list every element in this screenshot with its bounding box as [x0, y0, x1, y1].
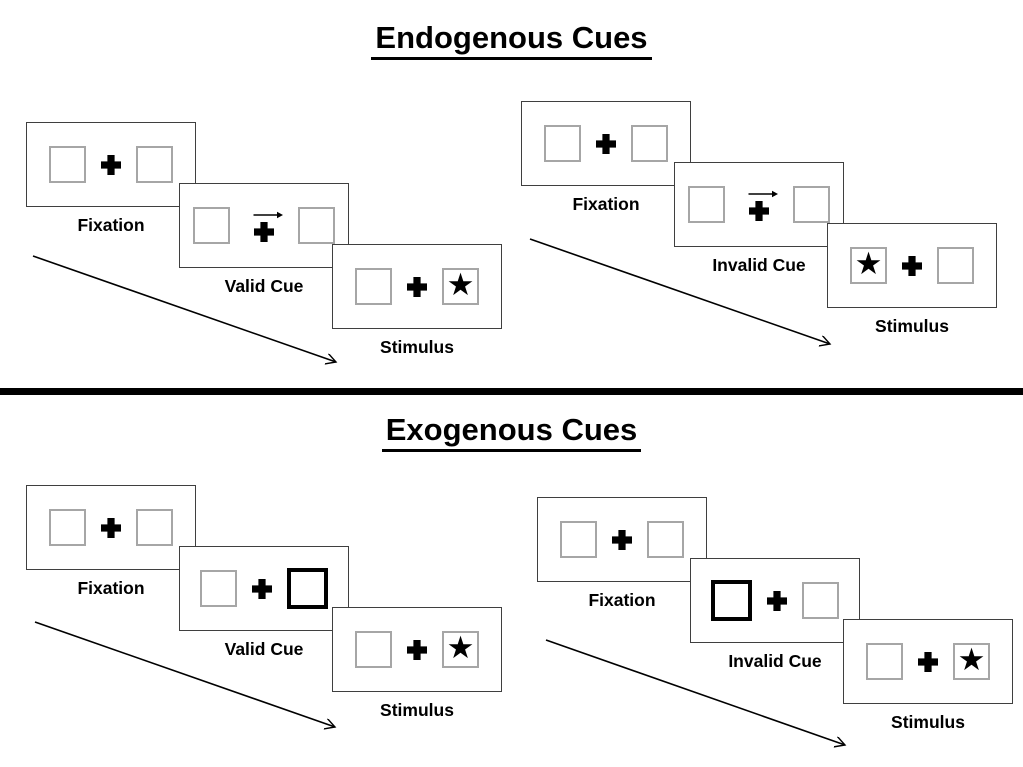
star-icon: ★	[446, 267, 475, 303]
valid-cue-label: Valid Cue	[224, 276, 304, 296]
fixation-cross-icon	[407, 276, 427, 297]
placeholder-square-left	[866, 643, 903, 680]
center-cue-area	[407, 276, 427, 297]
placeholder-square-right: ★	[442, 631, 479, 668]
center-cue-area	[918, 651, 938, 672]
cue-arrow-icon	[253, 211, 283, 219]
fixation-panel	[537, 497, 707, 582]
fixation-label: Fixation	[77, 215, 145, 235]
fixation-cross-icon	[767, 590, 787, 611]
stimulus-panel: ★	[843, 619, 1013, 704]
star-icon: ★	[854, 246, 883, 282]
sequence-timeline-arrow	[34, 621, 335, 727]
center-cue-area	[407, 639, 427, 660]
placeholder-square-right	[647, 521, 684, 558]
stimulus-label: Stimulus	[891, 712, 965, 732]
fixation-label: Fixation	[572, 194, 640, 214]
cue-highlight-square-left	[711, 580, 752, 621]
valid-cue-label: Valid Cue	[224, 639, 304, 659]
fixation-cross-icon	[254, 222, 274, 242]
stimulus-label: Stimulus	[875, 316, 949, 336]
star-icon: ★	[957, 642, 986, 678]
fixation-label: Fixation	[588, 590, 656, 610]
center-cue-area	[612, 529, 632, 550]
placeholder-square-right	[136, 146, 173, 183]
stimulus-panel: ★	[332, 244, 502, 329]
center-cue-area	[101, 154, 121, 175]
center-cue-area	[101, 517, 121, 538]
sequence-timeline-arrow	[545, 639, 845, 745]
center-cue-area	[252, 578, 272, 599]
center-cue-area	[596, 133, 616, 154]
section-title-exogenous: Exogenous Cues	[0, 413, 1023, 452]
valid-cue-panel	[179, 183, 349, 268]
section-title-endogenous: Endogenous Cues	[0, 21, 1023, 60]
placeholder-square-left	[193, 207, 230, 244]
star-icon: ★	[446, 630, 475, 666]
center-cue-area	[740, 188, 778, 221]
center-cue-area	[767, 590, 787, 611]
stimulus-panel: ★	[827, 223, 997, 308]
center-cue-area	[902, 255, 922, 276]
section-title-text: Exogenous Cues	[381, 413, 642, 452]
placeholder-square-right: ★	[442, 268, 479, 305]
invalid-cue-label: Invalid Cue	[728, 651, 822, 671]
placeholder-square-left	[560, 521, 597, 558]
invalid-cue-label: Invalid Cue	[712, 255, 806, 275]
cue-highlight-square-right	[287, 568, 328, 609]
placeholder-square-left	[49, 509, 86, 546]
fixation-cross-icon	[101, 517, 121, 538]
fixation-cross-icon	[749, 201, 769, 221]
placeholder-square-left	[355, 631, 392, 668]
fixation-cross-icon	[252, 578, 272, 599]
placeholder-square-left	[49, 146, 86, 183]
invalid-cue-panel	[690, 558, 860, 643]
sequence-timeline-arrow	[529, 238, 830, 344]
fixation-cross-icon	[612, 529, 632, 550]
placeholder-square-left	[355, 268, 392, 305]
placeholder-square-right: ★	[953, 643, 990, 680]
section-divider	[0, 388, 1023, 395]
placeholder-square-left	[200, 570, 237, 607]
placeholder-square-right	[793, 186, 830, 223]
placeholder-square-left	[688, 186, 725, 223]
stimulus-label: Stimulus	[380, 337, 454, 357]
section-title-text: Endogenous Cues	[371, 21, 652, 60]
placeholder-square-right	[298, 207, 335, 244]
fixation-panel	[26, 122, 196, 207]
cue-arrow-icon	[748, 190, 778, 198]
valid-cue-panel	[179, 546, 349, 631]
placeholder-square-right	[802, 582, 839, 619]
fixation-cross-icon	[596, 133, 616, 154]
invalid-cue-panel	[674, 162, 844, 247]
fixation-cross-icon	[902, 255, 922, 276]
placeholder-square-left	[544, 125, 581, 162]
placeholder-square-right	[631, 125, 668, 162]
placeholder-square-left: ★	[850, 247, 887, 284]
fixation-cross-icon	[407, 639, 427, 660]
fixation-panel	[26, 485, 196, 570]
placeholder-square-right	[937, 247, 974, 284]
stimulus-panel: ★	[332, 607, 502, 692]
center-cue-area	[245, 209, 283, 242]
fixation-cross-icon	[101, 154, 121, 175]
stimulus-label: Stimulus	[380, 700, 454, 720]
fixation-panel	[521, 101, 691, 186]
sequence-timeline-arrow	[32, 255, 336, 362]
placeholder-square-right	[136, 509, 173, 546]
fixation-label: Fixation	[77, 578, 145, 598]
fixation-cross-icon	[918, 651, 938, 672]
